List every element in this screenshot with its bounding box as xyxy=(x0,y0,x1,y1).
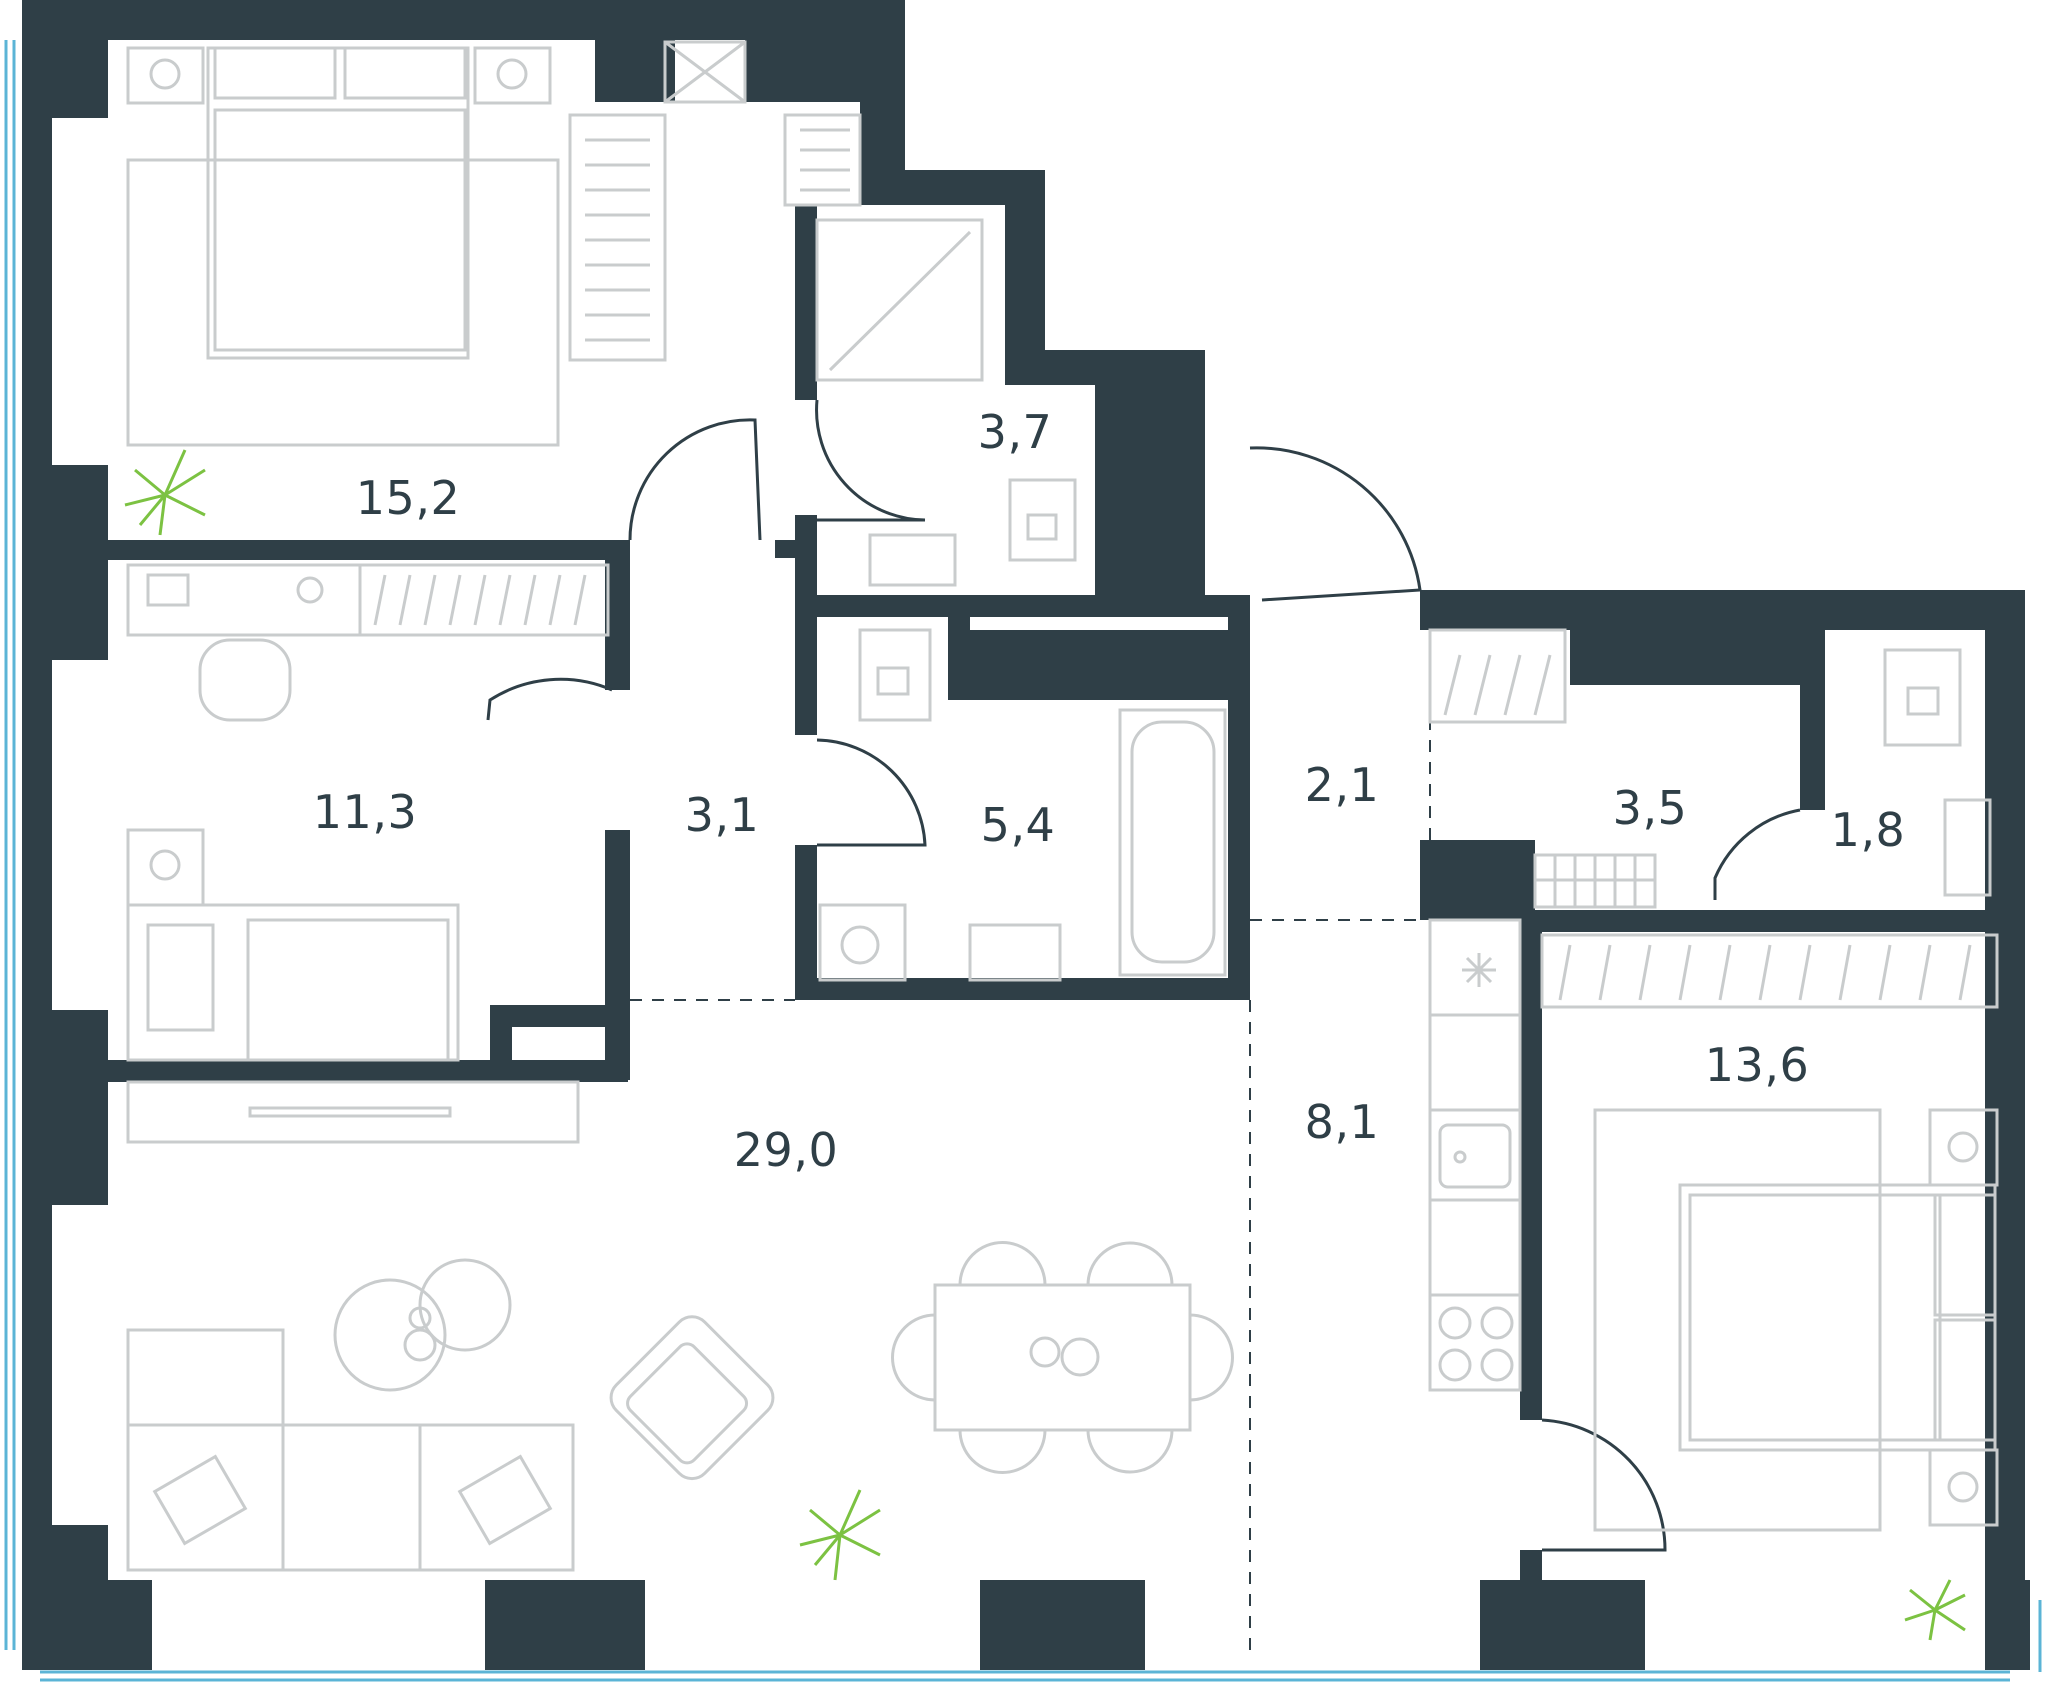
plant-icon xyxy=(1904,1579,1966,1641)
area-label-bedroom-2: 11,3 xyxy=(312,785,418,839)
doors xyxy=(486,399,1801,1552)
zone-dividers xyxy=(630,630,1431,1660)
area-label-dressing: 3,5 xyxy=(1612,781,1688,835)
area-label-bedroom-1: 15,2 xyxy=(355,471,461,525)
furniture xyxy=(126,40,1999,1572)
walls xyxy=(22,0,2030,1670)
plant-icon xyxy=(799,1489,881,1581)
plant-icon xyxy=(124,449,206,536)
area-label-kitchen: 8,1 xyxy=(1304,1095,1380,1149)
area-label-wc-1: 3,7 xyxy=(977,405,1053,459)
area-label-living: 29,0 xyxy=(733,1123,839,1177)
windows xyxy=(4,40,2042,1682)
area-label-hall: 3,1 xyxy=(684,788,760,842)
area-label-corridor: 2,1 xyxy=(1304,758,1380,812)
area-label-bedroom-3: 13,6 xyxy=(1704,1038,1810,1092)
area-label-wc-2: 1,8 xyxy=(1830,803,1906,857)
area-label-bathroom: 5,4 xyxy=(980,798,1056,852)
